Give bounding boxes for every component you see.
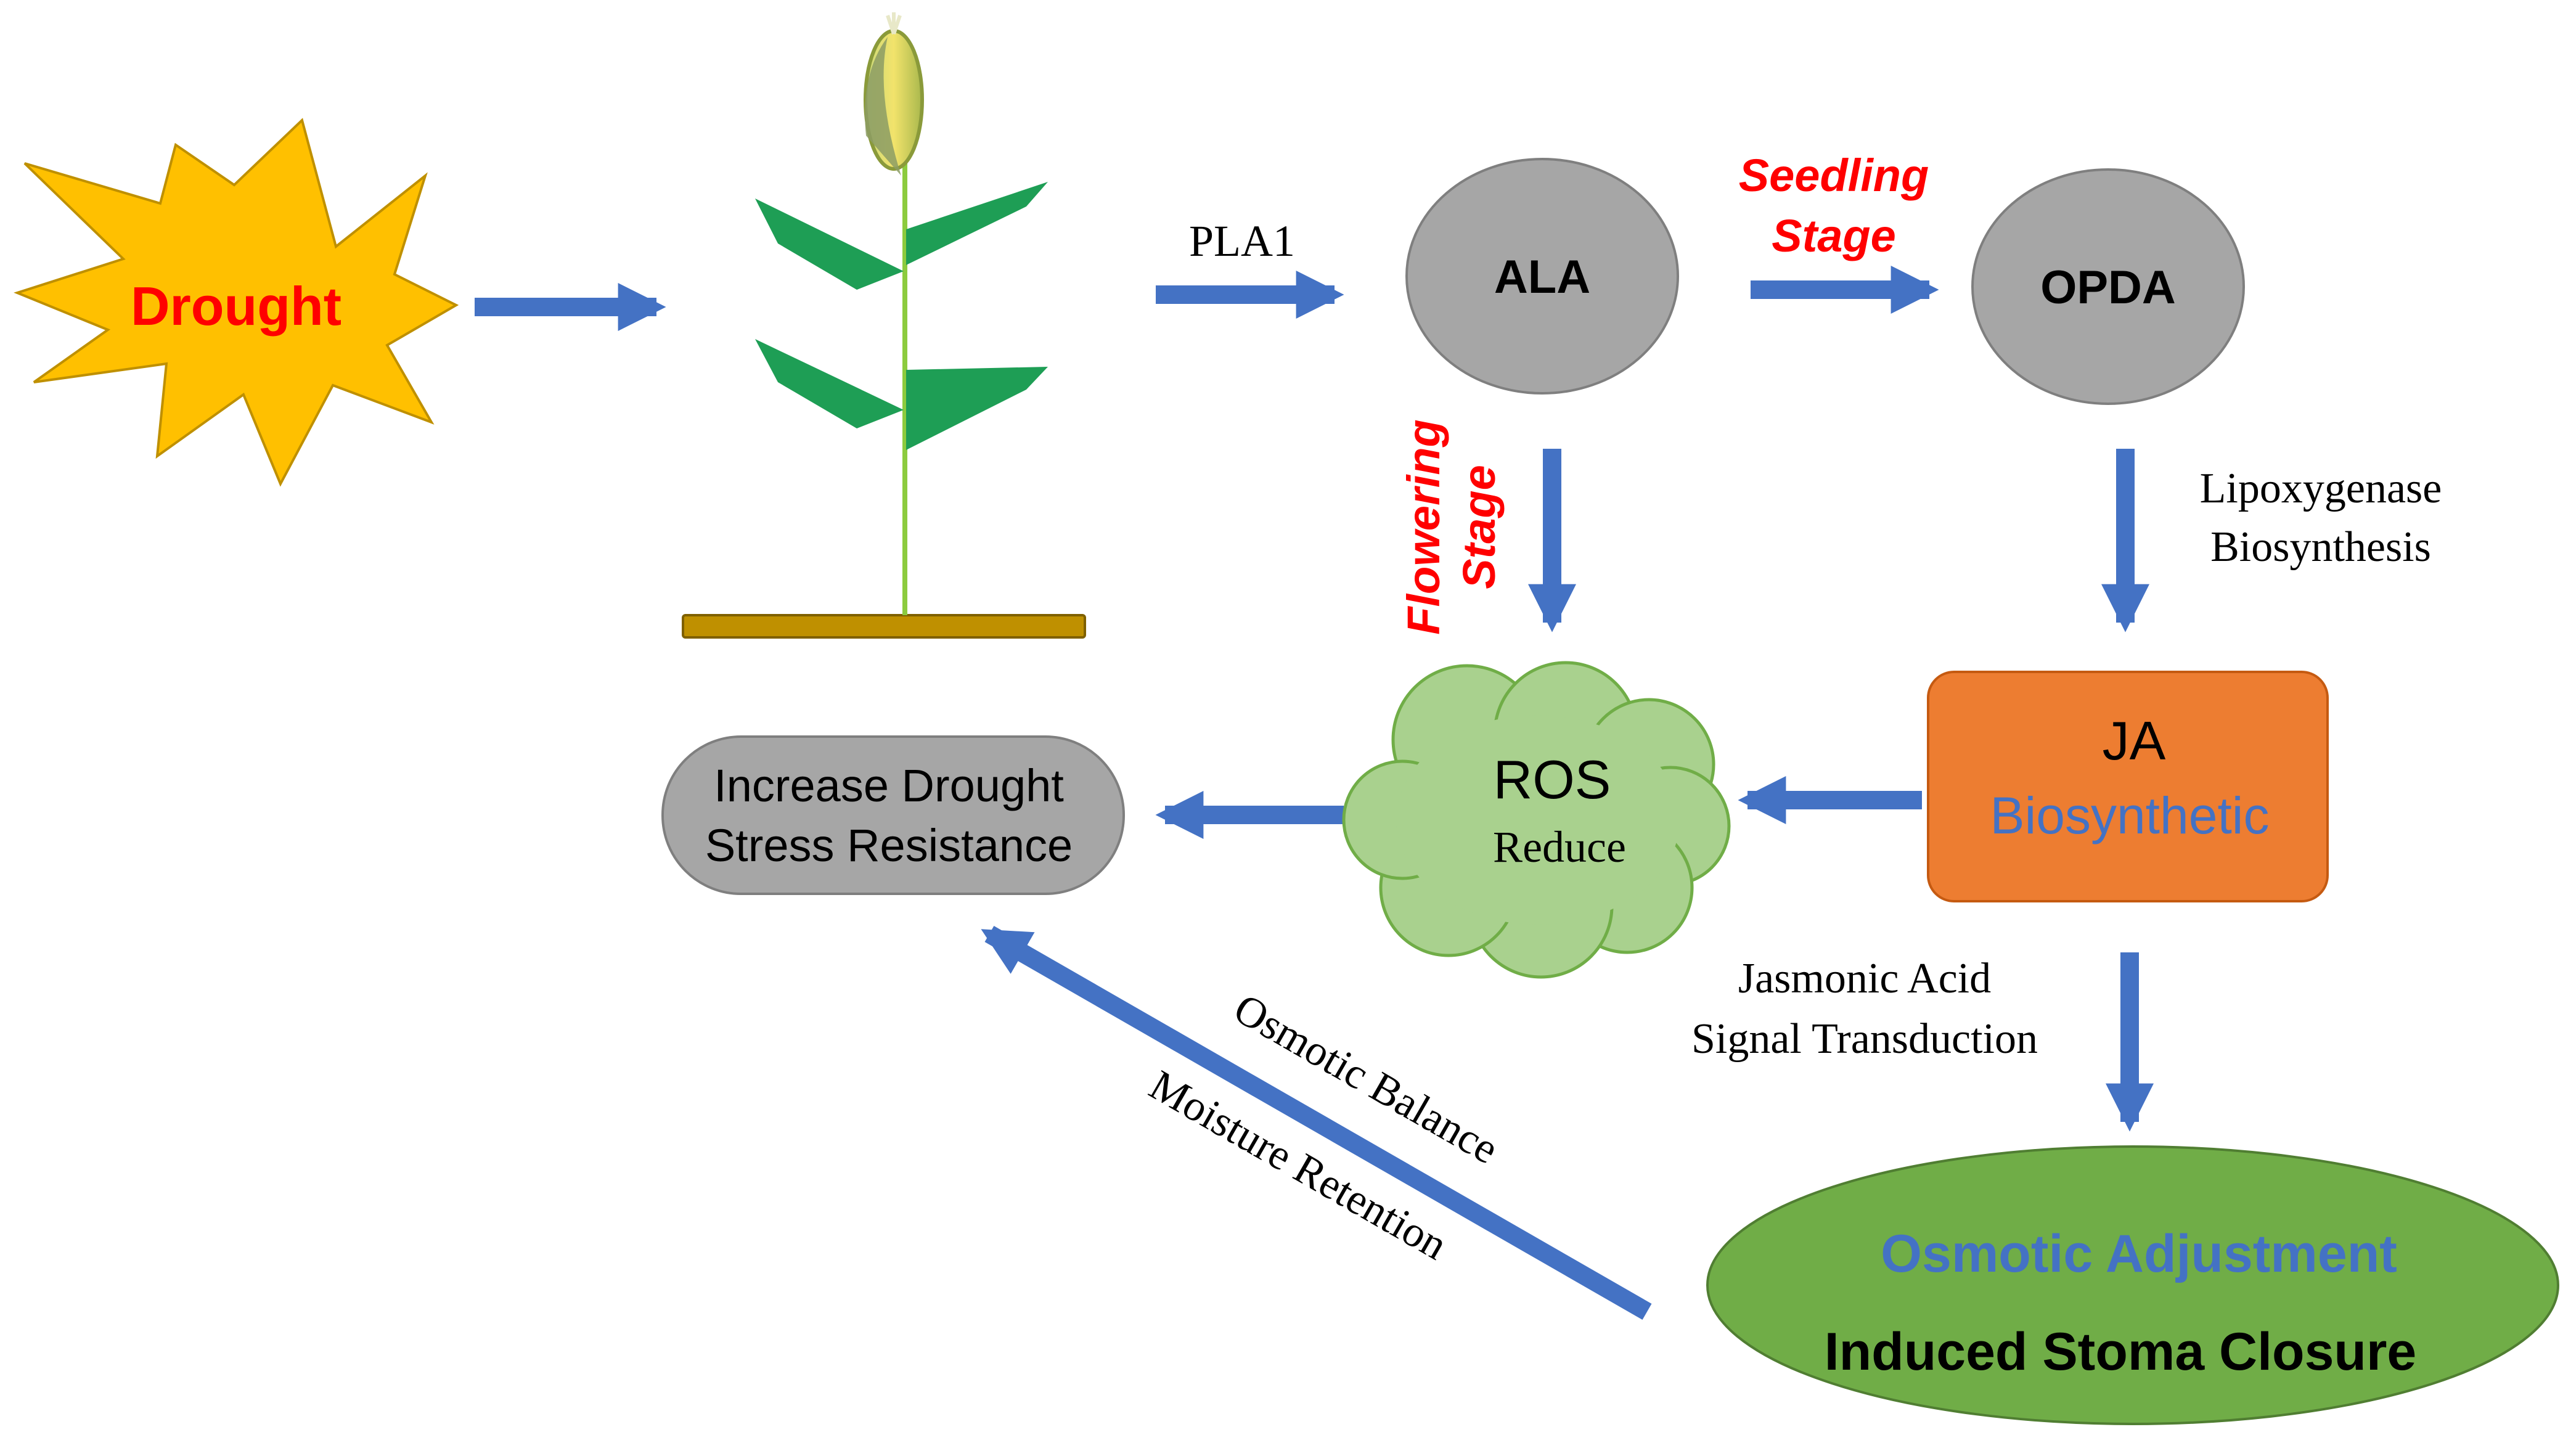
opda-label: OPDA — [2040, 261, 2176, 314]
osmotic-node: Osmotic Adjustment Induced Stoma Closure — [1706, 1145, 2559, 1425]
jasmonic-line1: Jasmonic Acid — [1738, 955, 1991, 1002]
leaf-lower-right — [906, 367, 1048, 450]
corn-husk — [865, 37, 901, 176]
arrows — [475, 266, 2154, 1320]
resistance-line1: Increase Drought — [714, 760, 1064, 811]
opda-node: OPDA — [1971, 168, 2245, 405]
ros-line2: Reduce — [1493, 822, 1626, 872]
ros-node: ROS Reduce — [1342, 661, 1731, 979]
leaf-upper-left — [755, 198, 904, 290]
ja-line1: JA — [2103, 710, 2166, 771]
leaf-upper-right — [906, 182, 1048, 265]
seedling-stage-label: Seedling Stage — [1739, 150, 1929, 261]
drought-starburst-shape — [14, 118, 459, 487]
seedling-line2: Stage — [1772, 210, 1896, 261]
lipoxygenase-line1: Lipoxygenase — [2200, 465, 2442, 512]
ala-ellipse — [1405, 158, 1679, 395]
seedling-line1: Seedling — [1739, 150, 1929, 201]
lipoxygenase-line2: Biosynthesis — [2210, 523, 2431, 571]
ala-label: ALA — [1494, 251, 1590, 303]
drought-node: Drought — [14, 118, 459, 487]
osmotic-line2: Induced Stoma Closure — [1825, 1322, 2417, 1381]
resistance-line2: Stress Resistance — [705, 820, 1073, 871]
flowering-stage-label: Flowering Stage — [1398, 419, 1505, 634]
corn-plant-illustration — [682, 12, 1086, 639]
corn-tassel — [886, 12, 902, 35]
ja-node: JA Biosynthetic — [1927, 671, 2329, 902]
osmotic-line1: Osmotic Adjustment — [1881, 1224, 2397, 1283]
flowering-line1: Flowering — [1398, 419, 1449, 634]
soil-bar — [682, 614, 1086, 639]
arrow-osmotic-to-resistance — [981, 925, 1652, 1320]
opda-ellipse — [1971, 168, 2245, 405]
ala-node: ALA — [1405, 158, 1679, 395]
drought-label: Drought — [131, 276, 341, 337]
osmotic-ellipse — [1706, 1145, 2559, 1425]
jasmonic-label: Jasmonic Acid Signal Transduction — [1691, 955, 2038, 1063]
flowering-line2: Stage — [1453, 465, 1505, 589]
lipoxygenase-label: Lipoxygenase Biosynthesis — [2200, 465, 2442, 571]
resistance-node: Increase Drought Stress Resistance — [661, 735, 1125, 895]
leaf-lower-left — [755, 339, 904, 428]
ros-line1: ROS — [1494, 749, 1611, 810]
ros-cloud-core — [1396, 715, 1680, 925]
ja-line2: Biosynthetic — [1990, 787, 2270, 845]
jasmonic-line2: Signal Transduction — [1691, 1015, 2038, 1063]
resistance-pill — [661, 735, 1125, 895]
ja-box — [1927, 671, 2329, 902]
pla1-label: PLA1 — [1189, 216, 1295, 266]
